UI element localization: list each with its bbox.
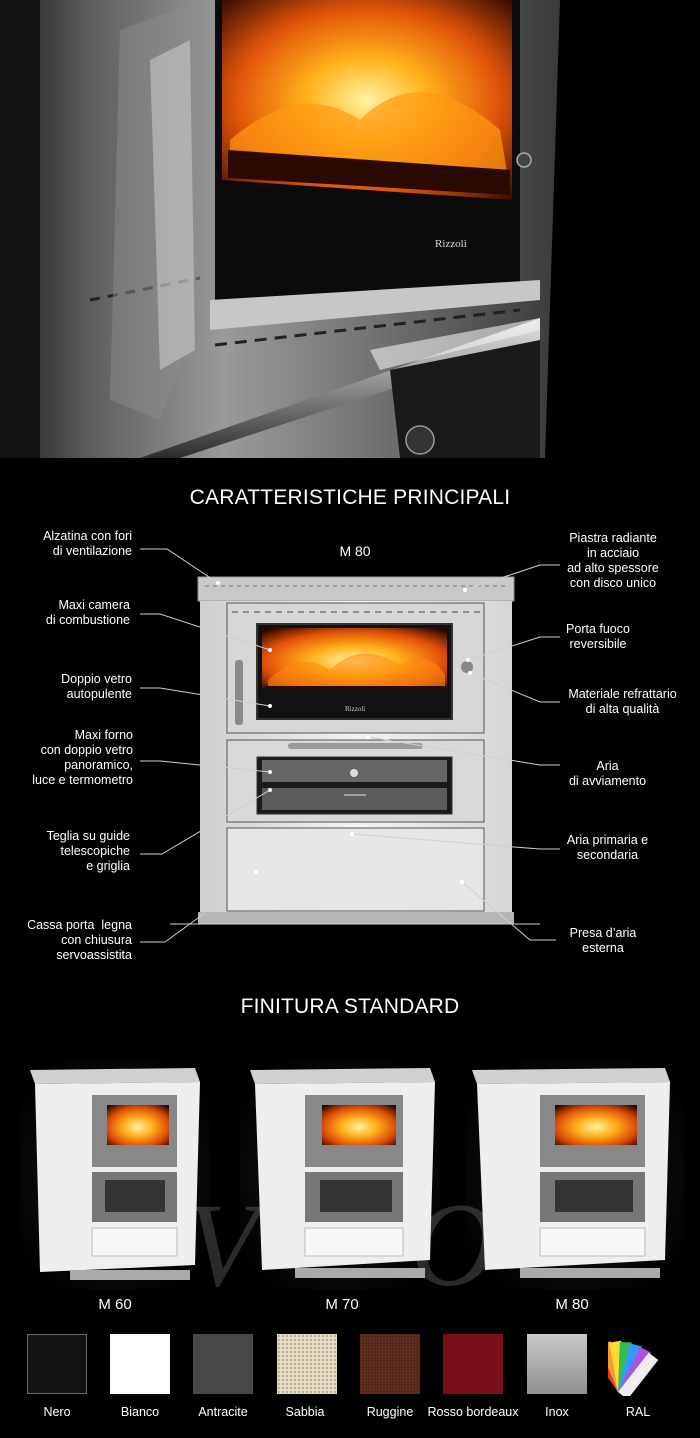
label-doppio-vetro: Doppio vetro autopulente [61,672,132,701]
ral-fan-icon [589,1340,659,1400]
diagram-logo: Rizzoli [345,705,365,713]
model-m60-label: M 60 [98,1296,132,1313]
model-m80-label: M 80 [555,1296,589,1313]
swatch-ruggine[interactable] [360,1334,420,1394]
swatch-rosso-bordeaux[interactable] [443,1334,503,1394]
swatch-antracite[interactable] [193,1334,253,1394]
label-cassa-legna: Cassa porta legna con chiusura servoassi… [27,918,132,962]
label-maxi-forno: Maxi forno con doppio vetro panoramico, … [32,728,133,787]
label-alzatina: Alzatina con fori di ventilazione [43,529,132,558]
swatch-inox[interactable] [527,1334,587,1394]
label-aria-primaria: Aria primaria e secondaria [566,833,649,862]
swatch-label-rosso-bordeaux: Rosso bordeaux [427,1405,519,1419]
label-aria-avviamento: Aria di avviamento [568,759,647,788]
swatch-ral[interactable] [589,1334,668,1400]
swatch-label-sabbia: Sabbia [285,1405,325,1419]
label-materiale-refrattario: Materiale refrattario di alta qualità [568,687,677,716]
label-piastra: Piastra radiante in acciaio ad alto spes… [567,531,659,590]
finish-swatches: Nero Bianco Antracite Sabbia Ruggine Ros… [0,1334,700,1434]
swatch-label-bianco: Bianco [120,1405,160,1419]
swatch-label-ral: RAL [625,1405,651,1419]
model-m60-image [20,1060,210,1290]
swatch-label-inox: Inox [545,1405,569,1419]
model-m80-image [465,1060,685,1290]
swatch-label-antracite: Antracite [198,1405,248,1419]
label-teglia: Teglia su guide telescopiche e griglia [46,829,130,873]
swatch-bianco[interactable] [110,1334,170,1394]
stove-closeup-image: Rizzoli [0,0,700,458]
swatch-label-ruggine: Ruggine [366,1405,414,1419]
hero-photo: Rizzoli [0,0,700,458]
models-image: V O [20,1060,685,1290]
finish-heading: FINITURA STANDARD [240,995,460,1018]
model-m70-image [240,1060,440,1290]
label-porta-fuoco: Porta fuoco reversibile [566,622,630,651]
label-maxi-camera: Maxi camera di combustione [45,598,130,627]
swatch-nero[interactable] [27,1334,87,1394]
features-diagram: Rizzoli [0,520,700,980]
diagram-model-label: M 80 [339,543,371,559]
features-heading: CARATTERISTICHE PRINCIPALI [189,486,511,509]
model-m70-label: M 70 [325,1296,359,1313]
label-presa-aria: Presa d’aria esterna [569,926,637,955]
swatch-label-nero: Nero [43,1405,71,1419]
hero-logo: Rizzoli [435,238,467,250]
swatch-sabbia[interactable] [277,1334,337,1394]
stove-diagram: Rizzoli [140,548,560,943]
